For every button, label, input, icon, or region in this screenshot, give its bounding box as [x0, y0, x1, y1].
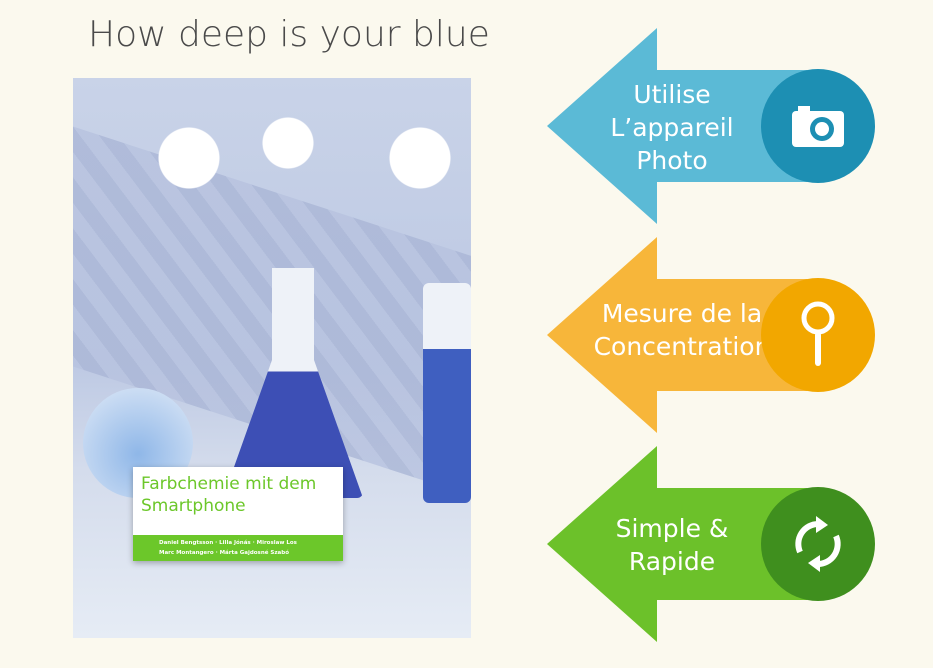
authors-line1: Daniel Bengtsson · Lilla Jónás · Mirosla… — [159, 540, 297, 546]
feature-arrow-simple: Simple & Rapide — [547, 446, 807, 642]
book-cover: Farbchemie mit dem Smartphone Daniel Ben… — [73, 78, 471, 638]
slide-title: How deep is your blue — [88, 14, 490, 55]
book-title-card: Farbchemie mit dem Smartphone Daniel Ben… — [133, 467, 343, 561]
refresh-icon — [761, 487, 875, 601]
magnifier-icon — [761, 278, 875, 392]
arrow-text-line: Simple & — [615, 514, 729, 543]
camera-icon — [761, 69, 875, 183]
feature-arrow-camera: Utilise L’appareil Photo — [547, 28, 807, 224]
book-title-line1: Farbchemie mit dem — [141, 474, 317, 494]
arrow-text-line: Photo — [636, 146, 708, 175]
arrow-text-line: Utilise — [633, 80, 711, 109]
authors-line2: Marc Montangero · Márta Gajdosné Szabó — [159, 550, 289, 556]
arrow-text-line: Concentration — [593, 332, 771, 361]
arrow-text-line: Mesure de la — [601, 299, 763, 328]
scientist-figures — [123, 98, 453, 248]
flask-right — [423, 283, 471, 503]
arrow-text-line: L’appareil — [610, 113, 734, 142]
book-authors: Daniel Bengtsson · Lilla Jónás · Mirosla… — [133, 535, 343, 561]
arrow-text-line: Rapide — [628, 547, 716, 576]
feature-arrow-concentration: Mesure de la Concentration — [547, 237, 807, 433]
book-title-line2: Smartphone — [141, 496, 246, 516]
